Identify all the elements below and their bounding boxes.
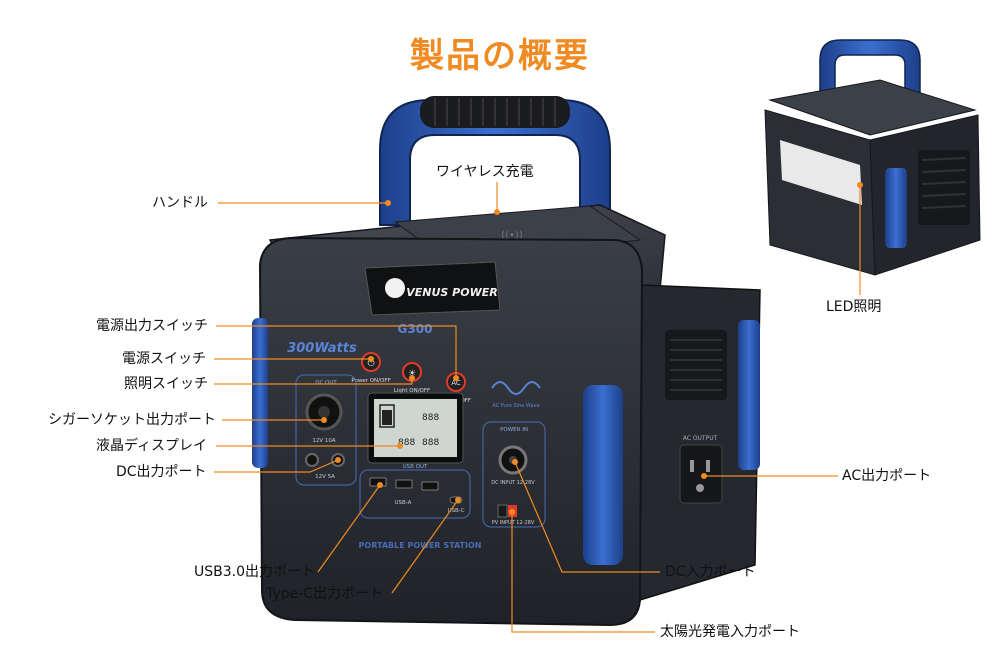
brand-name: VENUS POWER [406, 286, 497, 299]
page-title: 製品の概要 [410, 36, 590, 76]
leader-typec [391, 499, 459, 594]
light-button-label: Light ON/OFF [394, 388, 430, 394]
lcd-digits-2: 888 [422, 413, 439, 423]
battery-icon [379, 404, 395, 428]
power-in-label: POWER IN [500, 427, 528, 433]
label-ac-out: AC出力ポート [842, 468, 932, 484]
power-button-label: Power ON/OFF [351, 378, 390, 384]
logo-plate [364, 261, 501, 316]
leader-ac-switch [216, 325, 457, 378]
led-light-panel [780, 140, 862, 205]
lcd-digits-1: 888 [398, 438, 415, 448]
back-view-unit [764, 39, 981, 276]
usb-out-label: USB OUT [403, 464, 428, 470]
bulb-icon: ☀ [408, 369, 416, 379]
right-bumper [738, 320, 760, 470]
dc-rating: 12V 5A [315, 474, 335, 480]
label-cig-port: シガーソケット出力ポート [48, 412, 216, 428]
leader-solar [511, 512, 655, 633]
label-light-switch: 照明スイッチ [124, 376, 208, 392]
usb-a-port-2[interactable] [395, 479, 413, 489]
ac-outlet[interactable] [679, 444, 723, 504]
label-ac-switch: 電源出力スイッチ [96, 318, 208, 334]
lcd-screen [374, 399, 457, 457]
pv-input-label: PV INPUT 12-28V [492, 520, 535, 526]
label-typec: Type-C出力ポート [266, 586, 383, 602]
usb-c-label: USB-C [447, 508, 464, 514]
cig-rating: 12V 10A [312, 438, 336, 444]
handle [379, 96, 611, 226]
usb-out-panel [359, 469, 471, 519]
usb-a-label: USB-A [395, 500, 412, 506]
leader-dc-out [214, 459, 339, 473]
label-lcd: 液晶ディスプレイ [96, 438, 208, 454]
label-usb: USB3.0出力ポート [194, 564, 316, 580]
label-led: LED照明 [826, 299, 882, 315]
label-wireless: ワイヤレス充電 [436, 164, 534, 180]
sine-wave-icon [491, 381, 541, 395]
back-vent [918, 150, 970, 225]
dc-input-label: DC INPUT 12-28V [491, 480, 535, 486]
side-vent [665, 330, 727, 400]
dc-out-port-1[interactable] [305, 453, 319, 467]
back-top [768, 79, 977, 136]
label-power-switch: 電源スイッチ [122, 351, 206, 367]
leader-dc-in [514, 461, 660, 573]
leader-lines [214, 182, 861, 633]
footer-text: PORTABLE POWER STATION [359, 541, 482, 550]
label-solar: 太陽光発電入力ポート [660, 624, 800, 640]
power-in-panel [482, 421, 546, 528]
sun-logo-icon [385, 278, 405, 298]
power-icon: ⏻ [367, 358, 374, 369]
usb-a-port-3[interactable] [421, 481, 439, 491]
dc-out-label: DC OUT [315, 380, 337, 386]
ac-output-label: AC OUTPUT [683, 435, 718, 442]
front-bumper [583, 385, 623, 565]
lcd-digits-3: 888 [422, 438, 439, 448]
left-bumper [252, 318, 268, 468]
leader-usb [317, 484, 381, 573]
rating-text: 300Watts [287, 341, 357, 356]
wireless-icon: ((•)) [501, 230, 523, 241]
ac-button-face: AC [451, 379, 461, 387]
back-bumper [885, 168, 907, 248]
label-dc-out: DC出力ポート [116, 464, 207, 480]
model-name: G300 [398, 322, 433, 336]
sine-wave-label: AC Pure Sine Wave [492, 403, 539, 409]
label-dc-in: DC入力ポート [665, 564, 756, 580]
pv-port-black[interactable] [497, 504, 508, 518]
label-handle: ハンドル [152, 195, 208, 211]
dc-out-panel [295, 374, 357, 486]
leader-dots [321, 182, 863, 515]
